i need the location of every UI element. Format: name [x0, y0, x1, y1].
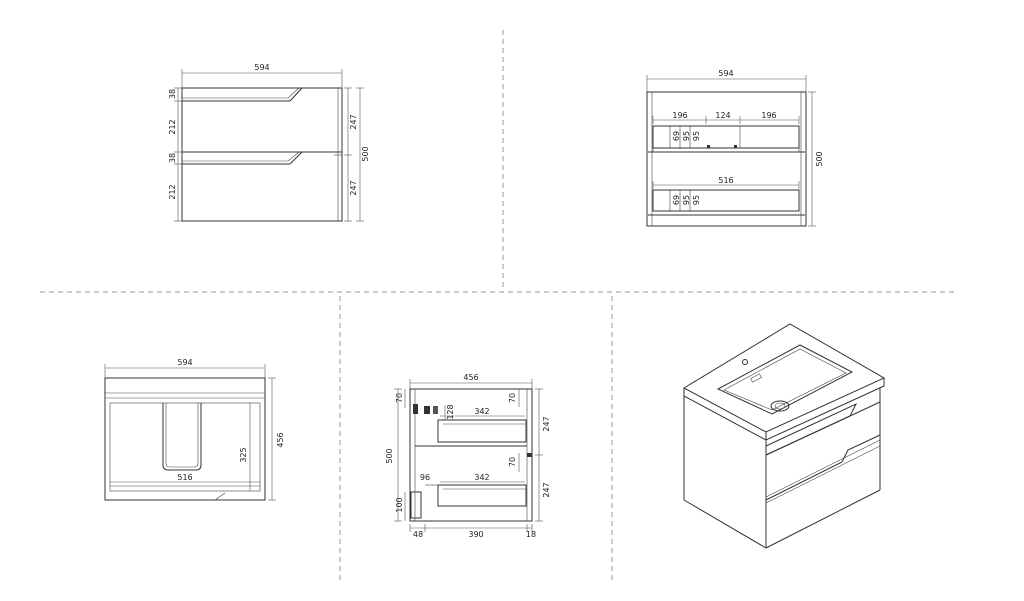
side-view: 456 70 128 342 70 247 500 70 96 [385, 373, 551, 539]
side-upper-offset-label: 128 [446, 404, 455, 419]
side-right-gap-upper-label: 70 [508, 393, 517, 403]
front-total-height-label: 500 [361, 146, 370, 161]
isometric-view [682, 323, 886, 549]
side-rear-offset-label: 18 [526, 530, 536, 539]
side-bottom-gap-label: 100 [395, 497, 404, 512]
back-right-section-label: 196 [761, 111, 776, 120]
top-view: 594 516 325 456 [104, 358, 285, 501]
side-top-gap-label: 70 [395, 393, 404, 403]
back-upper-b-label: 95 [682, 131, 691, 141]
back-view: 594 196 124 196 69 95 95 516 [646, 69, 824, 227]
top-inner-depth-label: 325 [239, 447, 248, 462]
side-right-gap-lower-label: 70 [508, 457, 517, 467]
front-width-label: 594 [254, 63, 269, 72]
back-left-section-label: 196 [672, 111, 687, 120]
front-drawer-height-1-label: 247 [349, 114, 358, 129]
side-front-offset-label: 48 [413, 530, 423, 539]
front-drawer-height-2-label: 247 [349, 180, 358, 195]
back-total-height-label: 500 [815, 151, 824, 166]
back-lower-c-label: 95 [692, 195, 701, 205]
top-width-label: 594 [177, 358, 192, 367]
side-lower-drawer-depth-label: 342 [474, 473, 489, 482]
front-drawer-1-label: 212 [168, 119, 177, 134]
back-upper-a-label: 69 [672, 131, 681, 141]
side-right-height-upper-label: 247 [542, 416, 551, 431]
side-right-height-lower-label: 247 [542, 482, 551, 497]
side-depth-label: 456 [463, 373, 478, 382]
side-total-height-label: 500 [385, 448, 394, 463]
side-lower-offset-label: 96 [420, 473, 430, 482]
back-lower-width-label: 516 [718, 176, 733, 185]
view-separators [40, 30, 958, 580]
front-view: 594 38 212 38 212 247 247 [168, 63, 370, 222]
top-inner-width-label: 516 [177, 473, 192, 482]
back-width-label: 594 [718, 69, 733, 78]
front-gap-mid-label: 38 [168, 153, 177, 163]
back-lower-a-label: 69 [672, 195, 681, 205]
front-drawer-2-label: 212 [168, 184, 177, 199]
side-base-depth-label: 390 [468, 530, 483, 539]
side-upper-drawer-depth-label: 342 [474, 407, 489, 416]
back-center-section-label: 124 [715, 111, 730, 120]
top-depth-label: 456 [276, 432, 285, 447]
front-gap-top-label: 38 [168, 89, 177, 99]
back-upper-c-label: 95 [692, 131, 701, 141]
back-lower-b-label: 95 [682, 195, 691, 205]
